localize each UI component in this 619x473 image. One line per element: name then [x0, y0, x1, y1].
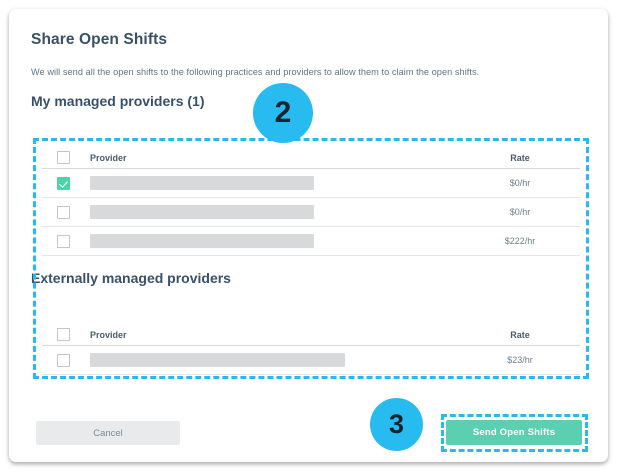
select-all-checkbox[interactable]	[56, 151, 70, 164]
row-checkbox[interactable]	[56, 234, 70, 248]
dialog-description: We will send all the open shifts to the …	[31, 67, 480, 77]
table-row[interactable]: $0/hr	[42, 169, 580, 198]
row-rate: $0/hr	[509, 207, 531, 217]
row-checkbox[interactable]	[56, 176, 70, 190]
table-row[interactable]: $0/hr	[42, 198, 580, 227]
row-rate: $0/hr	[509, 178, 531, 188]
cancel-button[interactable]: Cancel	[36, 421, 180, 445]
provider-name-redacted	[90, 205, 314, 219]
row-rate: $222/hr	[504, 236, 536, 246]
row-checkbox[interactable]	[56, 205, 70, 219]
section-heading-managed: My managed providers (1)	[31, 93, 205, 109]
column-header-provider: Provider	[90, 329, 127, 340]
table-header-row: Provider Rate	[42, 147, 580, 169]
provider-name-redacted	[90, 234, 314, 248]
row-rate: $23/hr	[507, 355, 533, 365]
column-header-rate: Rate	[510, 329, 530, 340]
column-header-provider: Provider	[90, 152, 127, 163]
step-badge-3: 3	[370, 398, 423, 451]
table-header-row: Provider Rate	[42, 324, 580, 346]
page-title: Share Open Shifts	[31, 31, 168, 48]
row-checkbox[interactable]	[56, 353, 70, 367]
section-heading-external: Externally managed providers	[31, 270, 231, 286]
select-all-cell[interactable]	[42, 328, 84, 341]
external-providers-table: Provider Rate $23/hr	[42, 324, 580, 375]
provider-name-redacted	[90, 353, 345, 367]
select-all-checkbox[interactable]	[56, 328, 70, 341]
send-open-shifts-button[interactable]: Send Open Shifts	[446, 420, 582, 445]
table-row[interactable]: $222/hr	[42, 227, 580, 256]
managed-providers-table: Provider Rate $0/hr $0/hr	[42, 147, 580, 256]
table-row[interactable]: $23/hr	[42, 346, 580, 375]
provider-name-redacted	[90, 176, 314, 190]
select-all-cell[interactable]	[42, 151, 84, 164]
step-badge-2: 2	[253, 83, 313, 143]
column-header-rate: Rate	[510, 152, 530, 163]
share-open-shifts-dialog: Share Open Shifts We will send all the o…	[9, 9, 608, 462]
